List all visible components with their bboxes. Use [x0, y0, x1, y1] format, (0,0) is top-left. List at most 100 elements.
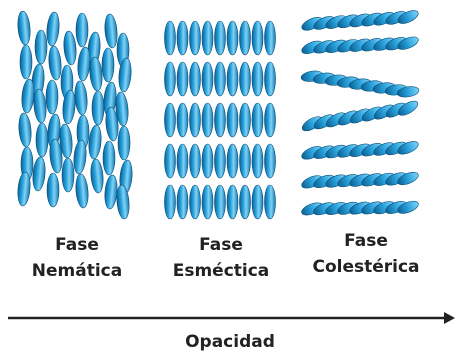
molecule — [397, 200, 419, 214]
molecule — [164, 184, 176, 220]
molecule — [17, 171, 31, 207]
molecule — [189, 184, 201, 220]
cholesteric-phase-molecules — [300, 10, 420, 216]
molecule — [48, 45, 62, 81]
nematic-label-line2: Nemática — [31, 261, 123, 281]
molecule — [89, 56, 103, 92]
molecule — [396, 86, 420, 98]
molecule — [201, 102, 214, 138]
molecule — [73, 139, 87, 175]
molecule — [251, 184, 264, 220]
molecule — [91, 90, 105, 126]
molecule — [75, 173, 89, 209]
cholesteric-label-line1: Fase — [344, 231, 388, 251]
molecule — [251, 102, 264, 138]
molecule — [264, 102, 276, 138]
molecule — [214, 20, 226, 56]
molecule — [18, 112, 32, 148]
molecule — [214, 102, 226, 138]
molecule — [164, 102, 176, 138]
molecule — [117, 125, 131, 161]
molecule — [164, 143, 176, 179]
molecule — [17, 10, 31, 46]
molecule — [176, 61, 189, 97]
molecule — [46, 11, 60, 47]
nematic-phase-molecules — [17, 10, 133, 220]
molecule — [116, 184, 130, 220]
molecule — [239, 102, 251, 138]
nematic-phase-label: Fase Nemática — [18, 232, 136, 284]
molecule — [49, 138, 63, 174]
opacity-arrow — [8, 312, 455, 324]
smectic-phase-label: Fase Esméctica — [158, 232, 284, 284]
nematic-label-line1: Fase — [55, 235, 99, 255]
molecule — [33, 88, 47, 124]
molecule — [32, 156, 46, 192]
molecule — [164, 20, 176, 56]
molecule — [46, 172, 60, 208]
molecule — [264, 20, 276, 56]
molecule — [201, 20, 214, 56]
cholesteric-phase-label: Fase Colestérica — [292, 228, 440, 280]
molecule — [104, 13, 118, 49]
molecule — [226, 102, 239, 138]
molecule — [264, 61, 276, 97]
molecule — [35, 122, 49, 158]
molecule — [45, 79, 59, 115]
molecule — [201, 184, 214, 220]
molecule — [104, 174, 118, 210]
molecule — [19, 44, 33, 80]
molecule — [189, 61, 201, 97]
molecule — [397, 171, 419, 186]
molecule — [189, 20, 201, 56]
molecule — [239, 143, 251, 179]
cholesteric-label-line2: Colestérica — [312, 257, 420, 277]
molecule — [176, 143, 189, 179]
molecule — [176, 20, 189, 56]
opacity-axis-label: Opacidad — [185, 332, 275, 352]
molecule — [251, 143, 264, 179]
molecule — [397, 36, 419, 50]
molecule — [201, 61, 214, 97]
molecule — [63, 30, 77, 66]
molecule — [189, 143, 201, 179]
molecule — [226, 184, 239, 220]
molecule — [74, 80, 88, 116]
molecule — [239, 61, 251, 97]
smectic-phase-molecules — [164, 20, 276, 220]
molecule — [239, 20, 251, 56]
molecule — [264, 184, 276, 220]
molecule — [201, 143, 214, 179]
molecule — [226, 20, 239, 56]
smectic-label-line1: Fase — [199, 235, 243, 255]
molecule — [176, 102, 189, 138]
molecule — [90, 158, 104, 194]
molecule — [61, 157, 75, 193]
molecule — [75, 12, 89, 48]
molecule — [105, 106, 119, 142]
molecule — [251, 61, 264, 97]
smectic-label-line2: Esméctica — [172, 261, 270, 281]
molecule — [226, 143, 239, 179]
molecule — [102, 140, 116, 176]
molecule — [34, 29, 48, 65]
molecule — [214, 184, 226, 220]
molecule — [62, 89, 76, 125]
molecule — [176, 184, 189, 220]
molecule — [397, 100, 419, 116]
molecule — [226, 61, 239, 97]
molecule — [397, 10, 419, 24]
molecule — [239, 184, 251, 220]
molecule — [214, 143, 226, 179]
molecule — [397, 141, 419, 155]
molecule — [21, 78, 35, 114]
molecule — [214, 61, 226, 97]
molecule — [88, 124, 102, 160]
molecule — [164, 61, 176, 97]
molecule — [118, 57, 132, 93]
molecule — [101, 47, 115, 83]
molecule — [264, 143, 276, 179]
molecule — [251, 20, 264, 56]
molecule — [189, 102, 201, 138]
